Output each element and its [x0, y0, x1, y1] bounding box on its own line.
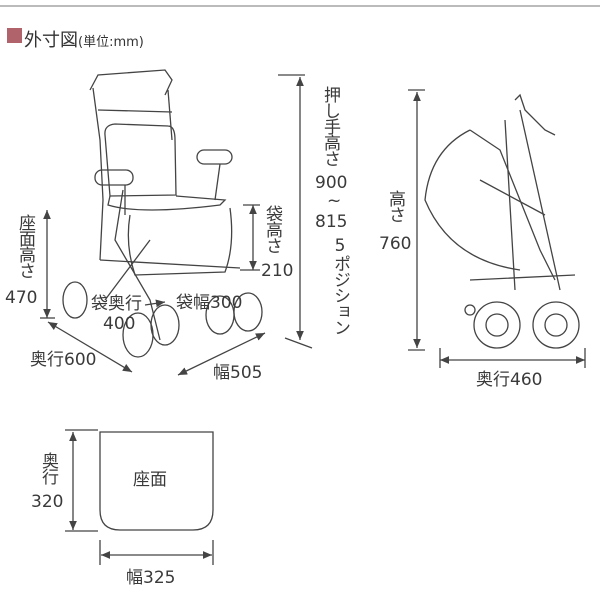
bag-depth-value: 400 [103, 314, 136, 334]
bag-height-label: 袋高さ [262, 205, 282, 253]
seat-outline [99, 431, 214, 531]
seat-depth-value: 320 [31, 492, 64, 512]
folded-walker-illustration [424, 93, 580, 349]
title-text: 外寸図 [24, 30, 78, 51]
bag-width: 袋幅300 [176, 293, 243, 313]
unit-text: (単位:mm) [78, 35, 144, 50]
width: 幅505 [213, 363, 263, 383]
bag-height-value: 210 [261, 261, 294, 281]
handle-height-min: 815 [315, 212, 348, 232]
seat-depth-label: 奥行 [38, 452, 58, 484]
folded-depth: 奥行460 [476, 370, 543, 390]
handle-height-max: 900 [315, 173, 348, 193]
handle-height-sep: ~ [327, 191, 342, 211]
folded-height-value: 760 [379, 234, 412, 254]
walker-illustration [62, 69, 263, 358]
seat-height-label: 座面高さ [15, 214, 35, 278]
page-title: 外寸図(単位:mm) [24, 26, 144, 52]
bag-depth-label: 袋奥行 [91, 294, 142, 314]
seat-width: 幅325 [126, 568, 176, 588]
handle-positions: 5ポジション [330, 236, 350, 335]
seat-label: 座面 [133, 470, 167, 490]
depth: 奥行600 [30, 350, 97, 370]
seat-height-value: 470 [5, 288, 38, 308]
header-divider [0, 5, 600, 7]
folded-height-label: 高さ [385, 190, 405, 222]
handle-height-label: 押し手高さ [320, 86, 340, 166]
title-marker-icon [7, 28, 22, 43]
